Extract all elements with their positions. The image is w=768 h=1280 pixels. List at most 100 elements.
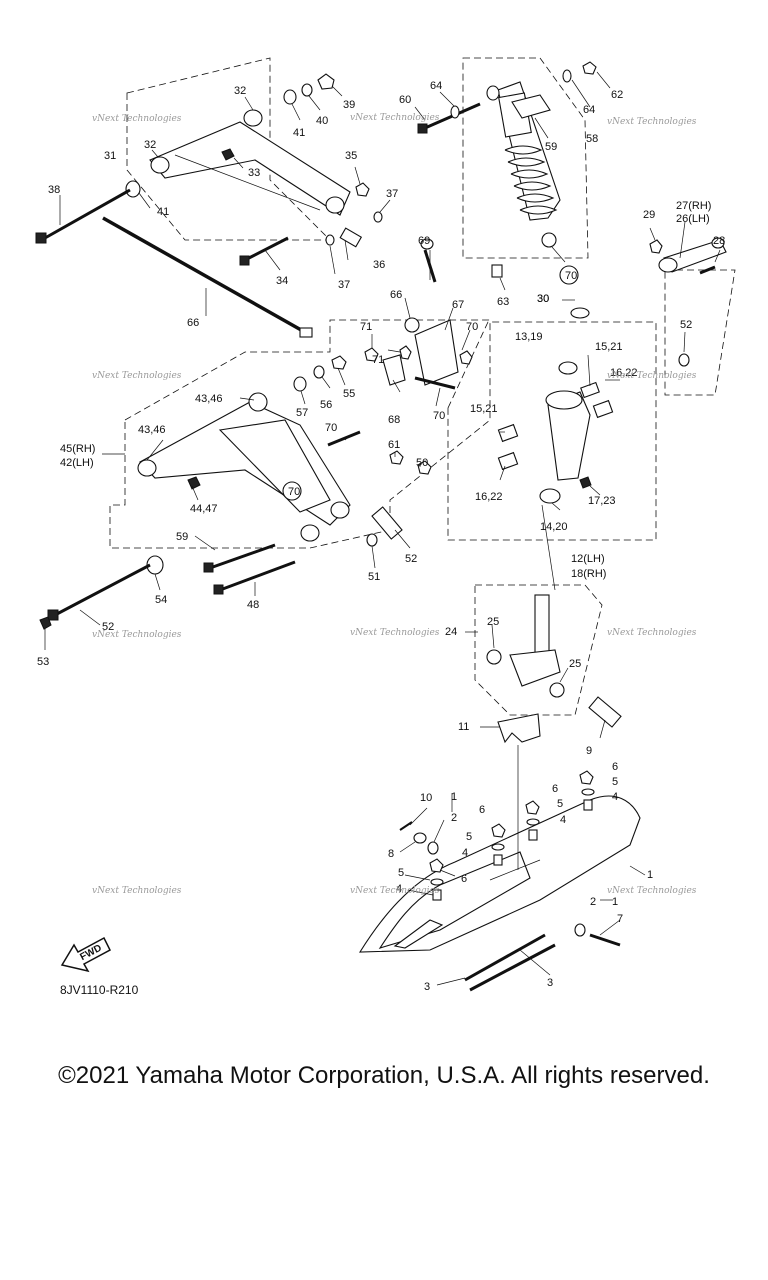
- part-label: 29: [643, 209, 655, 221]
- part-label: 35: [345, 150, 357, 162]
- spindle: [486, 594, 622, 728]
- group-box-spindle-housing: [447, 321, 657, 541]
- part-label: 5: [398, 867, 404, 879]
- part-label: 31: [104, 150, 116, 162]
- part-label: 13,19: [515, 331, 543, 343]
- part-label: 52: [680, 319, 692, 331]
- watermark-text: vNext Technologies: [92, 630, 182, 640]
- upper-arm-hardware: [125, 73, 383, 248]
- part-label: 44,47: [190, 503, 218, 515]
- part-label: 1: [647, 869, 653, 881]
- part-label: 70: [288, 486, 300, 498]
- part-label: 30: [537, 293, 549, 305]
- part-label: 15,21: [595, 341, 623, 353]
- part-label: 59: [545, 141, 557, 153]
- part-label: 66: [390, 289, 402, 301]
- ref-circle-a-arm: [282, 481, 302, 501]
- watermark-text: vNext Technologies: [92, 371, 182, 381]
- part-label: 61: [388, 439, 400, 451]
- copyright-notice: ©2021 Yamaha Motor Corporation, U.S.A. A…: [58, 1062, 710, 1089]
- watermark-text: vNext Technologies: [607, 117, 697, 127]
- part-label: 32: [234, 85, 246, 97]
- part-label: 41: [157, 206, 169, 218]
- part-label: 70: [325, 422, 337, 434]
- part-label: 51: [368, 571, 380, 583]
- part-label: 56: [320, 399, 332, 411]
- part-label: 30: [537, 293, 549, 305]
- shock-absorber: [486, 81, 561, 248]
- part-label: 55: [343, 388, 355, 400]
- upper-arm-bolts: [35, 188, 289, 266]
- part-label: 40: [316, 115, 328, 127]
- part-label: 16,22: [610, 367, 638, 379]
- watermark-text: vNext Technologies: [92, 114, 182, 124]
- diagram-code: 8JV1110-R210: [60, 983, 139, 997]
- part-label: 45(RH): [60, 443, 95, 455]
- part-label: 25: [569, 658, 581, 670]
- part-label: 62: [611, 89, 623, 101]
- lower-a-arm: [137, 392, 351, 542]
- part-label: 4: [396, 883, 402, 895]
- part-label: 70: [565, 270, 577, 282]
- fwd-arrow-icon: FWD: [60, 936, 111, 973]
- part-label: 2: [451, 812, 457, 824]
- ref-circle-a-shock: [559, 265, 579, 285]
- steering-arm: [649, 237, 727, 275]
- lower-arm-hardware: [39, 355, 432, 630]
- watermark-text: vNext Technologies: [92, 886, 182, 896]
- part-label: 71: [360, 321, 372, 333]
- part-label: 8: [388, 848, 394, 860]
- part-label: 37: [338, 279, 350, 291]
- group-box-steering-arm: [664, 269, 736, 396]
- part-label: 70: [433, 410, 445, 422]
- part-label: 60: [399, 94, 411, 106]
- leader-lines: [44, 71, 721, 986]
- part-label: 18(RH): [571, 568, 606, 580]
- part-label: 39: [343, 99, 355, 111]
- part-label: 71: [372, 354, 384, 366]
- part-label: 41: [293, 127, 305, 139]
- part-label: 2: [590, 896, 596, 908]
- part-label: 58: [586, 133, 598, 145]
- part-label: 3: [424, 981, 430, 993]
- watermark-text: vNext Technologies: [350, 113, 440, 123]
- part-label: 52: [102, 621, 114, 633]
- part-label: 50: [416, 457, 428, 469]
- part-label: 16,22: [475, 491, 503, 503]
- part-label: 27(RH): [676, 200, 711, 212]
- part-label: 59: [176, 531, 188, 543]
- group-box-shock: [462, 57, 589, 259]
- part-label: 43,46: [195, 393, 223, 405]
- part-label: 48: [247, 599, 259, 611]
- part-label: 70: [466, 321, 478, 333]
- part-label: 11: [458, 721, 469, 733]
- part-label: 5: [612, 776, 618, 788]
- part-label: 63: [497, 296, 509, 308]
- parts-diagram: 32 32 31 33 41 41 40 39 35 37 38 34 36 3…: [35, 57, 736, 997]
- part-label: 54: [155, 594, 167, 606]
- part-label: 69: [418, 235, 430, 247]
- part-label: 6: [552, 783, 558, 795]
- part-label: 68: [388, 414, 400, 426]
- part-labels: 32 32 31 33 41 41 40 39 35 37 38 34 36 3…: [37, 80, 725, 993]
- watermarks: vNext Technologies vNext Technologies vN…: [92, 113, 697, 896]
- part-label: 10: [420, 792, 432, 804]
- part-label: 17,23: [588, 495, 616, 507]
- part-label: 15,21: [470, 403, 498, 415]
- part-label: 64: [583, 104, 595, 116]
- part-label: 43,46: [138, 424, 166, 436]
- part-label: 53: [37, 656, 49, 668]
- part-label: 36: [373, 259, 385, 271]
- part-label: 1: [612, 896, 618, 908]
- part-label: 52: [405, 553, 417, 565]
- part-label: 32: [144, 139, 156, 151]
- shock-hardware: [417, 61, 597, 319]
- part-label: 6: [461, 873, 467, 885]
- watermark-text: vNext Technologies: [607, 371, 697, 381]
- part-label: 1: [451, 791, 457, 803]
- watermark-text: vNext Technologies: [607, 628, 697, 638]
- part-label: 14,20: [540, 521, 568, 533]
- part-label: 26(LH): [676, 213, 710, 225]
- part-label: 66: [187, 317, 199, 329]
- shock-bracket: [327, 238, 473, 447]
